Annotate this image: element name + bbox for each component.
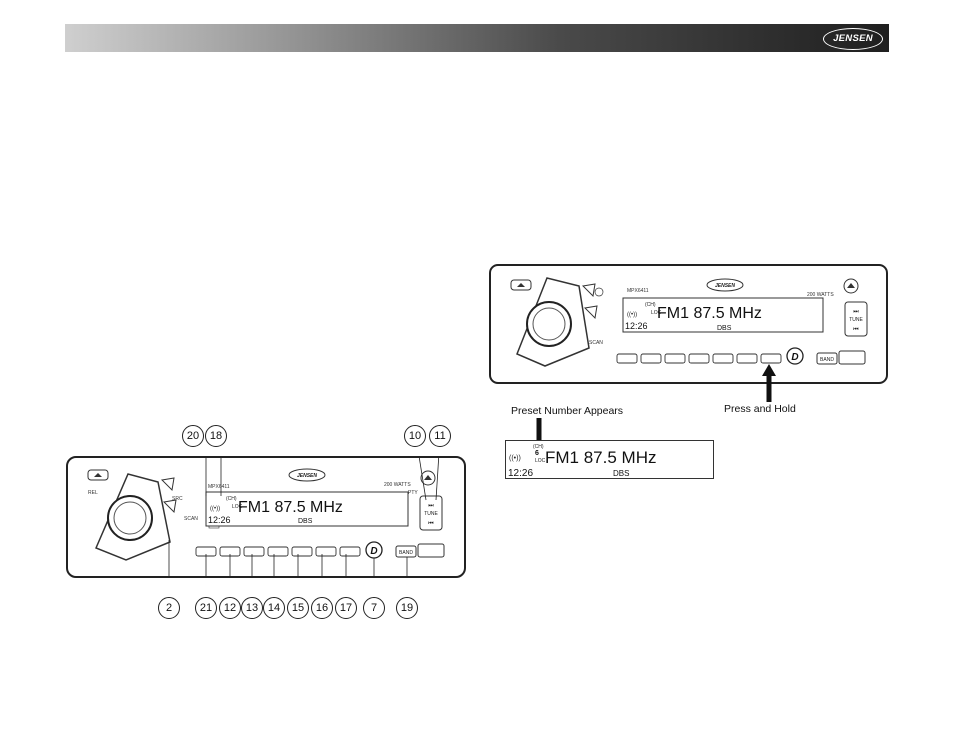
svg-text:LOC: LOC — [535, 458, 546, 464]
svg-text:PTY: PTY — [408, 490, 418, 496]
svg-text:FM1 87.5 MHz: FM1 87.5 MHz — [657, 305, 762, 322]
jensen-logo: JENSEN — [823, 28, 883, 50]
callout-21: 21 — [195, 597, 217, 619]
callout-19: 19 — [396, 597, 418, 619]
svg-text:6: 6 — [535, 450, 539, 457]
svg-text:BAND: BAND — [820, 357, 834, 363]
svg-text:DBS: DBS — [298, 518, 313, 525]
callout-11: 11 — [429, 425, 451, 447]
svg-text:⏮: ⏮ — [853, 327, 859, 333]
press-arrow-icon — [762, 364, 776, 402]
callout-15: 15 — [287, 597, 309, 619]
callout-14: 14 — [263, 597, 285, 619]
svg-text:(CH): (CH) — [533, 444, 544, 450]
svg-text:((•)): ((•)) — [509, 455, 521, 462]
radio-faceplate-diagram: REL SRC SCAN JENSEN MPX6411 200 WATTS ((… — [66, 436, 466, 602]
svg-text:12:26: 12:26 — [208, 515, 231, 525]
radio-faceplate-drawing-preset: SCAN JENSEN MPX6411 200 WATTS ((•)) (CH)… — [489, 264, 888, 384]
svg-text:LOC: LOC — [232, 504, 243, 510]
svg-text:(CH): (CH) — [226, 496, 237, 502]
callout-18: 18 — [205, 425, 227, 447]
svg-text:JENSEN: JENSEN — [715, 283, 735, 289]
svg-text:DBS: DBS — [613, 469, 629, 478]
callout-17: 17 — [335, 597, 357, 619]
svg-text:DBS: DBS — [717, 325, 732, 332]
svg-text:TUNE: TUNE — [424, 511, 438, 517]
svg-text:12:26: 12:26 — [508, 468, 533, 479]
radio-faceplate-drawing: REL SRC SCAN JENSEN MPX6411 200 WATTS ((… — [66, 436, 466, 602]
page-header-bar: JENSEN — [65, 24, 889, 52]
svg-text:SCAN: SCAN — [184, 516, 198, 522]
svg-text:D: D — [791, 352, 798, 363]
svg-text:FM1 87.5 MHz: FM1 87.5 MHz — [545, 448, 656, 467]
svg-text:12:26: 12:26 — [625, 321, 648, 331]
svg-text:200 WATTS: 200 WATTS — [807, 292, 834, 298]
press-and-hold-caption: Press and Hold — [724, 403, 796, 415]
callout-10: 10 — [404, 425, 426, 447]
svg-text:⏭: ⏭ — [428, 503, 434, 509]
lcd-display-detail: ((•)) (CH) 6 LOC FM1 87.5 MHz 12:26 DBS — [505, 440, 715, 480]
callout-20: 20 — [182, 425, 204, 447]
callout-7: 7 — [363, 597, 385, 619]
svg-text:BAND: BAND — [399, 550, 413, 556]
svg-text:SCAN: SCAN — [589, 340, 603, 346]
svg-text:REL: REL — [88, 490, 98, 496]
svg-text:200 WATTS: 200 WATTS — [384, 482, 411, 488]
svg-text:MPX6411: MPX6411 — [208, 484, 230, 490]
callout-12: 12 — [219, 597, 241, 619]
svg-text:((•)): ((•)) — [627, 312, 637, 318]
preset-number-caption: Preset Number Appears — [511, 405, 624, 417]
svg-text:SRC: SRC — [172, 496, 183, 502]
svg-text:⏭: ⏭ — [853, 309, 859, 315]
svg-text:D: D — [370, 546, 377, 557]
callout-16: 16 — [311, 597, 333, 619]
svg-text:⏮: ⏮ — [428, 521, 434, 527]
svg-text:(CH): (CH) — [645, 302, 656, 308]
svg-text:TUNE: TUNE — [849, 317, 863, 323]
svg-text:JENSEN: JENSEN — [297, 473, 317, 479]
svg-text:MPX6411: MPX6411 — [627, 288, 649, 294]
callout-2: 2 — [158, 597, 180, 619]
callout-13: 13 — [241, 597, 263, 619]
svg-text:FM1 87.5 MHz: FM1 87.5 MHz — [238, 499, 343, 516]
svg-text:((•)): ((•)) — [210, 506, 220, 512]
radio-faceplate-diagram-preset: SCAN JENSEN MPX6411 200 WATTS ((•)) (CH)… — [489, 264, 888, 384]
svg-text:LOC: LOC — [651, 310, 662, 316]
